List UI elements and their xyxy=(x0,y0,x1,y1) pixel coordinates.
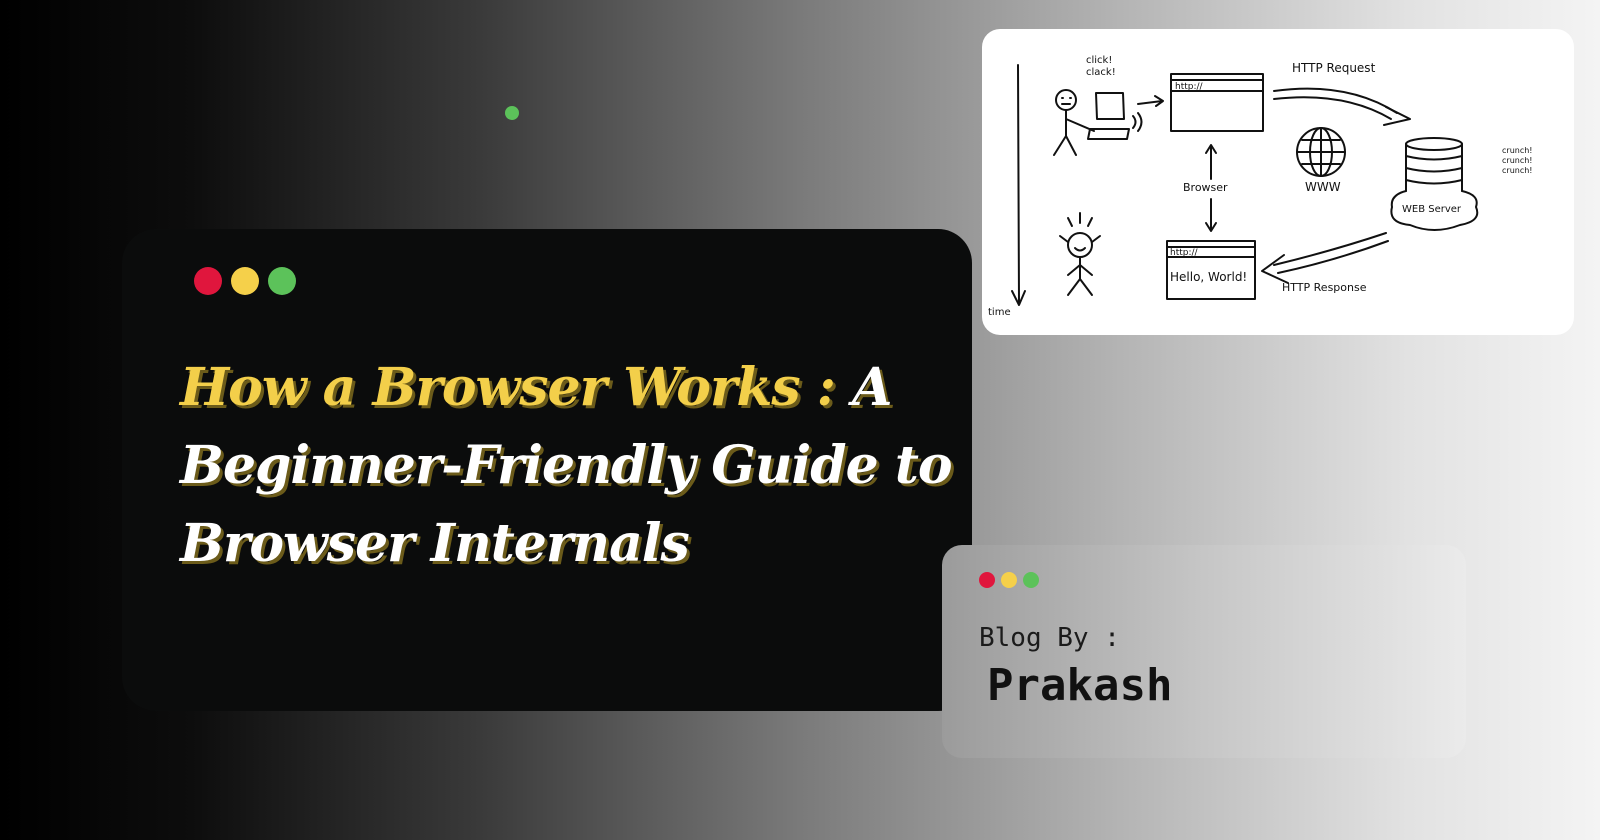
title-rest: A Beginner-Friendly Guide to Browser Int… xyxy=(180,357,953,574)
http-response-arrow: HTTP Response xyxy=(1261,232,1389,294)
time-label: time xyxy=(988,307,1011,318)
time-axis: time xyxy=(988,64,1026,318)
author-minimize-dot-icon xyxy=(1001,572,1017,588)
author-card: Blog By : Prakash xyxy=(942,545,1466,758)
arrow-to-browser xyxy=(1137,95,1164,107)
url-label-bottom: http:// xyxy=(1170,248,1199,258)
browser-label: Browser xyxy=(1183,181,1228,194)
close-dot-icon xyxy=(194,267,222,295)
crunch-label-3: crunch! xyxy=(1502,166,1533,175)
title-highlight: How a Browser Works : xyxy=(180,357,836,418)
http-response-label: HTTP Response xyxy=(1282,281,1367,294)
browser-window-top: http:// xyxy=(1170,73,1264,132)
decorative-dot xyxy=(505,106,519,120)
http-request-label: HTTP Request xyxy=(1292,61,1376,75)
crunch-label-1: crunch! xyxy=(1502,146,1533,155)
web-server-icon: WEB Server crunch! crunch! crunch! xyxy=(1390,137,1533,231)
url-label-top: http:// xyxy=(1175,82,1204,92)
window-controls xyxy=(194,267,296,295)
crunch-label-2: crunch! xyxy=(1502,156,1533,165)
blog-by-label: Blog By : xyxy=(979,623,1120,653)
hello-world-label: Hello, World! xyxy=(1170,270,1247,284)
page-title: How a Browser Works : A Beginner-Friendl… xyxy=(180,349,960,583)
title-card: How a Browser Works : A Beginner-Friendl… xyxy=(122,229,972,711)
maximize-dot-icon xyxy=(268,267,296,295)
author-name: Prakash xyxy=(987,660,1173,711)
browser-diagram: time click! clack! http:// xyxy=(982,29,1574,335)
author-maximize-dot-icon xyxy=(1023,572,1039,588)
web-server-label: WEB Server xyxy=(1402,204,1462,215)
clack-label: clack! xyxy=(1086,67,1116,78)
browser-label-arrows: Browser xyxy=(1183,144,1228,232)
author-close-dot-icon xyxy=(979,572,995,588)
happy-user-figure xyxy=(1059,212,1101,296)
author-window-controls xyxy=(979,572,1039,588)
www-label: WWW xyxy=(1305,180,1341,194)
minimize-dot-icon xyxy=(231,267,259,295)
browser-window-bottom: http:// Hello, World! xyxy=(1166,240,1256,300)
globe-icon: WWW xyxy=(1296,127,1346,194)
http-request-arrow: HTTP Request xyxy=(1273,61,1411,126)
click-label: click! xyxy=(1086,55,1112,66)
user-clicking-figure: click! clack! xyxy=(1053,55,1143,156)
